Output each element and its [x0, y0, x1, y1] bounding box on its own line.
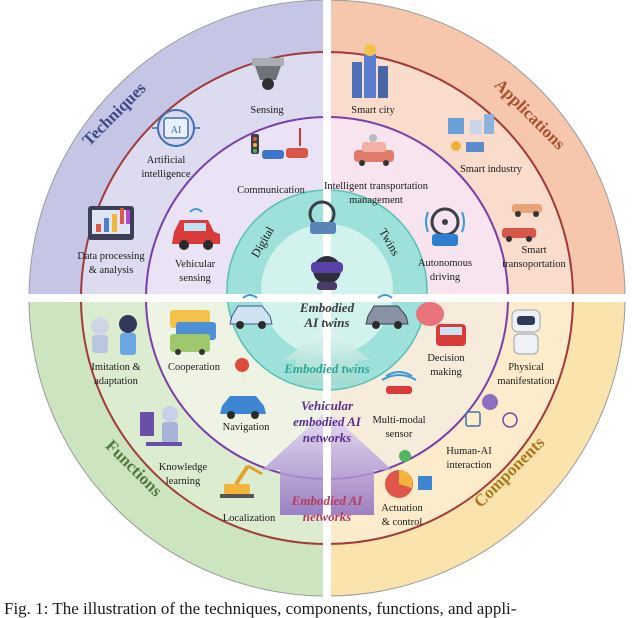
- smart-industry-icon: [448, 114, 494, 152]
- embodied-ai-twins-line2: AI twins: [303, 315, 349, 330]
- decision-making-label-line1: Decision: [427, 353, 465, 364]
- vehicular-sensing-icon: [172, 208, 220, 250]
- communication-label: Communication: [237, 185, 305, 196]
- horizontal-divider: [27, 294, 633, 302]
- vehicular-networks-line2: embodied AI: [293, 414, 362, 429]
- autonomous-driving-label-line1: Autonomous: [418, 258, 472, 269]
- transportation-management-icon: [354, 134, 394, 166]
- cooperation-icon: [170, 310, 216, 355]
- localization-icon: [220, 464, 263, 498]
- steering-wheel-icon: [308, 200, 336, 234]
- smart-industry-label: Smart industry: [460, 164, 523, 175]
- smart-city-label: Smart city: [351, 105, 395, 116]
- data-processing-label-line1: Data processing: [77, 251, 145, 262]
- vr-headset-icon: [311, 256, 343, 290]
- actuation-control-label-line2: & control: [382, 517, 423, 528]
- circular-diagram: Techniques Applications Functions Compon…: [27, 0, 633, 597]
- imitation-icon: [91, 315, 137, 355]
- embodied-ai-twins-line1: Embodied: [299, 300, 355, 315]
- knowledge-learning-icon: [140, 406, 182, 446]
- vehicular-sensing-label-line1: Vehicular: [175, 259, 216, 270]
- decision-making-label-line2: making: [430, 367, 462, 378]
- smart-transportation-label-line1: Smart: [521, 245, 546, 256]
- localization-label: Localization: [223, 513, 276, 524]
- knowledge-learning-label-line2: learning: [166, 476, 201, 487]
- cooperation-label: Cooperation: [168, 362, 221, 373]
- data-processing-label-line2: & analysis: [89, 265, 134, 276]
- navigation-label: Navigation: [223, 422, 270, 433]
- ai-chip-icon: AI: [152, 109, 200, 147]
- data-analysis-icon: [88, 206, 134, 240]
- physical-manifestation-label-line2: manifestation: [497, 376, 555, 387]
- vehicular-sensing-label-line2: sensing: [179, 273, 211, 284]
- svg-text:AI: AI: [171, 125, 182, 136]
- human-ai-interaction-label-line2: interaction: [447, 460, 493, 471]
- ai-label-line1: Artificial: [147, 155, 186, 166]
- smart-city-icon: [352, 44, 388, 98]
- autonomous-driving-icon: [425, 207, 465, 246]
- multimodal-sensor-icon: [381, 371, 417, 394]
- multimodal-sensor-label-line2: sensor: [386, 429, 413, 440]
- autonomous-driving-label-line2: driving: [430, 272, 461, 283]
- vehicular-networks-line3: networks: [303, 430, 351, 445]
- embodied-ai-networks-line1: Embodied AI: [291, 493, 364, 508]
- navigation-icon: [220, 358, 266, 419]
- human-ai-interaction-label-line1: Human-AI: [446, 446, 492, 457]
- smart-transportation-label-line2: transoportation: [502, 259, 566, 270]
- decision-making-icon: [416, 302, 466, 346]
- multimodal-sensor-label-line1: Multi-modal: [372, 415, 425, 426]
- actuation-control-icon: [385, 450, 432, 498]
- knowledge-learning-label-line1: Knowledge: [159, 462, 208, 473]
- outer-labels: Sensing Artificial intelligence Data pro…: [77, 105, 566, 528]
- digital-car-right-icon: [365, 294, 409, 329]
- ai-label-line2: intelligence: [142, 169, 191, 180]
- digital-car-left-icon: [229, 294, 273, 329]
- embodied-ai-networks-line2: networks: [303, 509, 351, 524]
- embodied-twins-label: Embodied twins: [283, 361, 370, 376]
- imitation-label-line1: Imitation &: [91, 362, 140, 373]
- figure-caption: Fig. 1: The illustration of the techniqu…: [4, 599, 517, 618]
- actuation-control-label-line1: Actuation: [381, 503, 423, 514]
- physical-robot-icon: [511, 309, 541, 355]
- sensing-camera-icon: [252, 58, 284, 90]
- imitation-label-line2: adaptation: [94, 376, 138, 387]
- human-ai-interaction-icon: [465, 394, 518, 428]
- sensing-label: Sensing: [250, 105, 284, 116]
- physical-manifestation-label-line1: Physical: [508, 362, 544, 373]
- intelligent-transportation-label-line1: Intelligent transportation: [324, 181, 429, 192]
- middle-labels: Communication Intelligent transportation…: [168, 181, 472, 440]
- smart-transportation-icon: [502, 204, 542, 242]
- vehicular-networks-line1: Vehicular: [301, 398, 354, 413]
- intelligent-transportation-label-line2: management: [349, 195, 403, 206]
- communication-icon: [251, 128, 308, 159]
